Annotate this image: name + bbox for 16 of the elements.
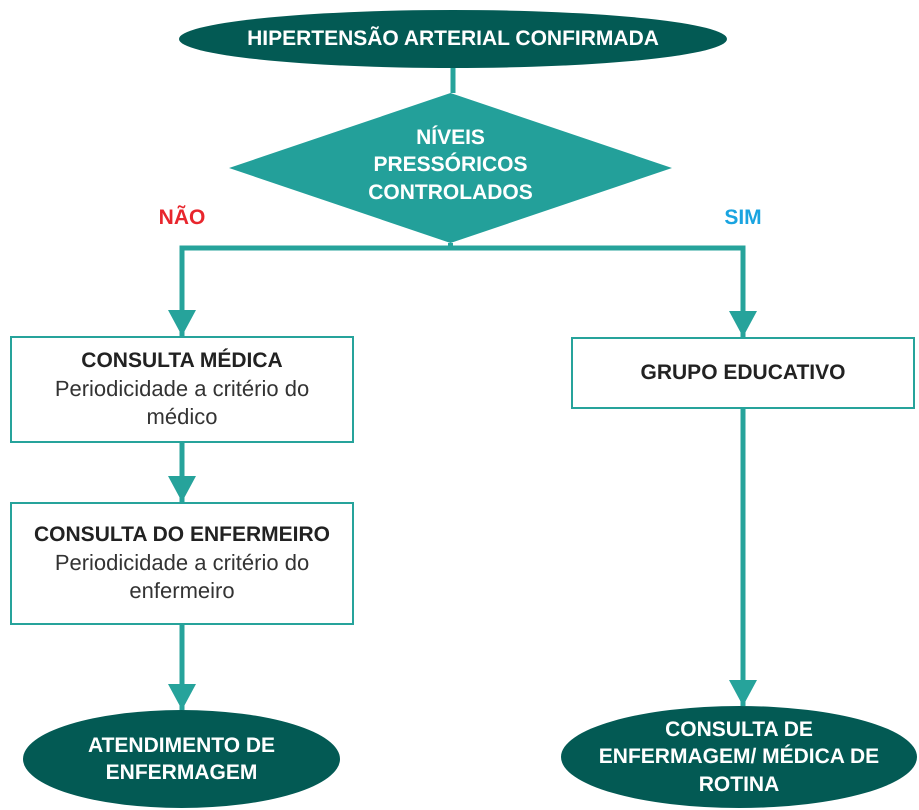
node-title: NÍVEIS PRESSÓRICOS CONTROLADOS — [367, 124, 534, 206]
arrow — [729, 409, 757, 706]
node-title: GRUPO EDUCATIVO — [640, 360, 846, 386]
process-box — [10, 502, 354, 625]
decision-diamond — [229, 93, 672, 243]
node-title: CONSULTA DO ENFERMEIRO — [34, 522, 330, 548]
process-box — [571, 337, 915, 409]
node-title: CONSULTA DE ENFERMAGEM/ MÉDICA DE ROTINA — [598, 717, 880, 798]
node-description: Periodicidade a critério do médico — [54, 374, 310, 432]
node-title: CONSULTA MÉDICA — [81, 347, 283, 374]
arrow — [168, 625, 196, 710]
node-title: HIPERTENSÃO ARTERIAL CONFIRMADA — [247, 25, 659, 52]
node-title: ATENDIMENTO DE ENFERMAGEM — [86, 732, 276, 786]
node-description: Periodicidade a critério do enfermeiro — [54, 548, 310, 606]
arrow — [168, 443, 196, 502]
process-box — [10, 336, 354, 443]
